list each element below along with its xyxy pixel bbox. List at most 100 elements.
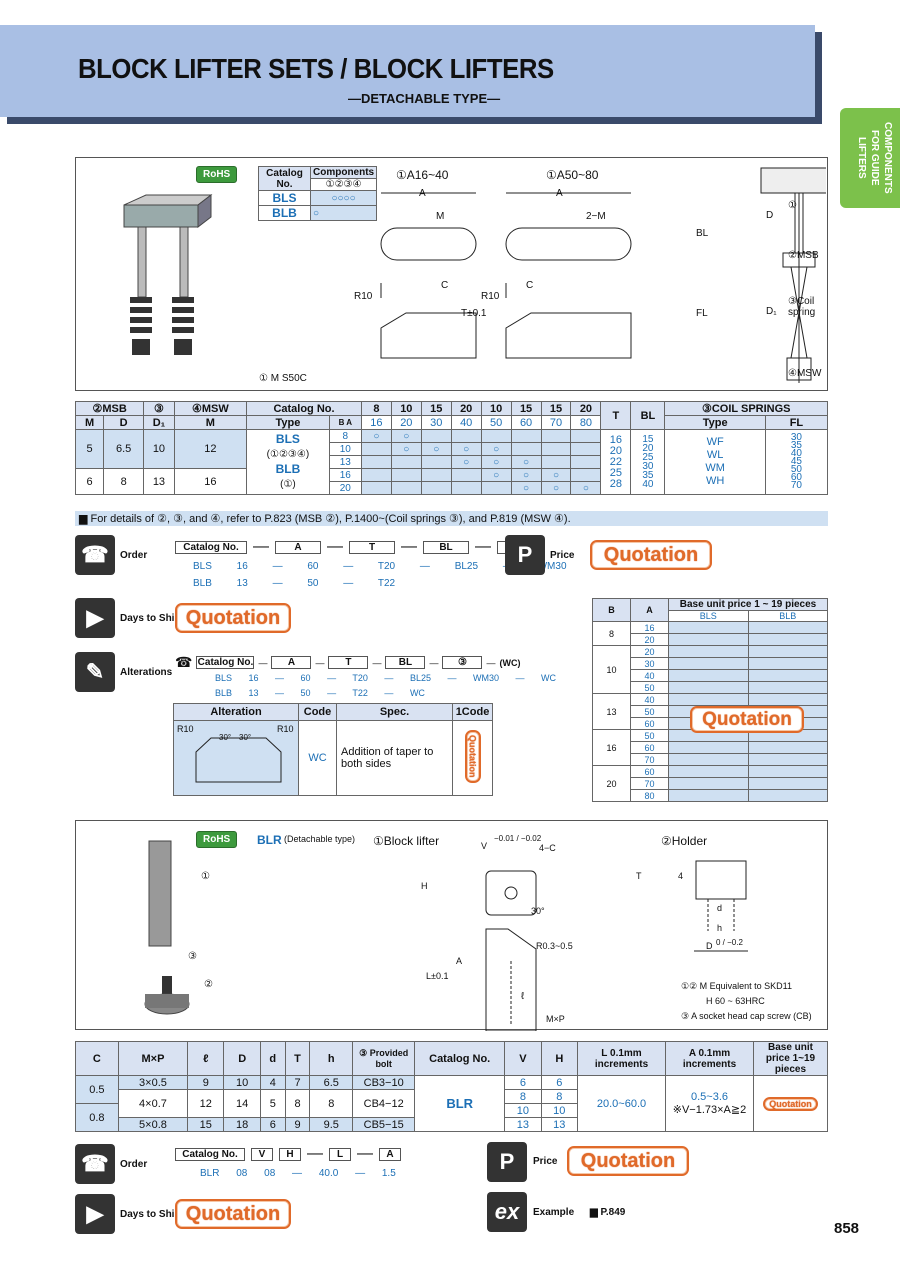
c-val: 8 xyxy=(360,401,392,416)
alterations-label: Alterations xyxy=(120,667,173,678)
book-icon: ▆ xyxy=(590,1207,601,1218)
c-val: 10 xyxy=(480,401,512,416)
c-val: 20 xyxy=(450,401,482,416)
blr-technical-drawing xyxy=(485,860,748,1031)
blr-part-1: ① xyxy=(201,871,210,882)
s2-cell: 15 xyxy=(187,1117,225,1132)
ship-quotation[interactable]: Quotation xyxy=(175,603,291,633)
ship2-quotation[interactable]: Quotation xyxy=(175,1199,291,1229)
table-quotation[interactable]: Quotation xyxy=(690,706,804,733)
dim-4c: 4−C xyxy=(539,843,556,853)
example-label: Example xyxy=(533,1207,575,1218)
s2-cell: 4 xyxy=(259,1075,286,1090)
order-code-row: Catalog No.— A— T— BL— ③ xyxy=(175,538,543,556)
alteration-drawing: R10 R10 30° 30° xyxy=(173,720,299,796)
s2-h: L 0.1mm increments xyxy=(577,1041,666,1076)
type-header: Type xyxy=(246,415,330,430)
part-4-label: ④MSW xyxy=(788,368,822,379)
a-val: 40 xyxy=(450,415,482,430)
order-label: Order xyxy=(120,550,148,561)
dim-d-tol: 0 / −0.2 xyxy=(716,938,743,947)
alt-example-2: BLB 13 — 50 — T22 — WC xyxy=(215,688,425,698)
alt-col: A xyxy=(271,656,312,669)
c-val: 15 xyxy=(540,401,572,416)
s2-h: C xyxy=(75,1041,119,1076)
alt-col: T xyxy=(328,656,369,669)
s2-quotation[interactable]: Quotation xyxy=(763,1096,818,1111)
order2-col: Catalog No. xyxy=(175,1147,245,1161)
s2-hv: 8 xyxy=(540,1089,579,1104)
dim-fl: FL xyxy=(696,308,708,319)
s2-h: ③ Provided bolt xyxy=(352,1041,416,1076)
s2-cell: 5 xyxy=(259,1089,286,1118)
catalog-no-header: Catalog No. xyxy=(258,166,311,191)
s2-v: 6 xyxy=(504,1075,542,1090)
dim-h-holder: h xyxy=(717,923,723,933)
a-val: 50 xyxy=(480,415,512,430)
example-ref[interactable]: ▆ P.849 xyxy=(590,1207,626,1218)
s2-h: d xyxy=(259,1041,286,1076)
page-title: BLOCK LIFTER SETS / BLOCK LIFTERS xyxy=(78,53,554,84)
s2-a: 0.5~3.6※V−1.73×A≧2 xyxy=(665,1075,754,1132)
dim-mp: M×P xyxy=(546,1014,565,1024)
page-header: BLOCK LIFTER SETS / BLOCK LIFTERS —DETAC… xyxy=(0,25,815,117)
phone-icon: ☎ xyxy=(75,1144,115,1184)
coil-fl-header: FL xyxy=(764,415,829,430)
dim-d1: D₁ xyxy=(766,306,777,317)
truck-icon: ▶ xyxy=(75,1194,115,1234)
part-1-label: ① xyxy=(788,200,797,211)
alt-col: (WC) xyxy=(499,657,521,668)
part-3-label: ③Coil spring xyxy=(788,296,816,318)
b-a-header: B A xyxy=(328,415,362,430)
side-tab[interactable]: COMPONENTS FOR GUIDE LIFTERS xyxy=(840,108,900,208)
s2-cell: 5×0.8 xyxy=(117,1117,189,1132)
catalog-header: Catalog No. xyxy=(246,401,362,416)
s2-cell: CB4−12 xyxy=(352,1089,416,1118)
price2-quotation[interactable]: Quotation xyxy=(567,1146,689,1176)
blr-type: (Detachable type) xyxy=(284,834,356,844)
blr-title: BLR xyxy=(257,833,282,847)
order-example-2: BLB 13 — 50 — T22 xyxy=(193,578,396,589)
alt-quotation[interactable]: Quotation xyxy=(464,730,481,783)
alt-col: Catalog No. xyxy=(196,656,255,669)
alteration-code-row: ☎ Catalog No.— A— T— BL— ③— (WC) xyxy=(175,654,521,670)
s2-h: Catalog No. xyxy=(414,1041,506,1076)
c-val: 20 xyxy=(570,401,602,416)
a-val: 20 xyxy=(390,415,422,430)
coil-header: ③ xyxy=(143,401,175,416)
alt-th: Code xyxy=(298,703,337,721)
coil-type-header: Type xyxy=(664,415,766,430)
pt-h: BLB xyxy=(747,610,828,622)
s2-v: 8 xyxy=(504,1089,542,1104)
alteration-icon: ✎ xyxy=(75,652,115,692)
order2-col: A xyxy=(379,1147,401,1161)
product-image xyxy=(123,193,213,355)
m-header: M xyxy=(173,415,248,430)
material-2: H 60 ~ 63HRC xyxy=(706,996,765,1006)
s2-h: D xyxy=(223,1041,261,1076)
price-row: 30 xyxy=(593,657,828,670)
s2-hv: 10 xyxy=(540,1103,579,1118)
block-lifter-title: ①Block lifter xyxy=(373,834,440,848)
pt-h: A xyxy=(630,598,669,622)
msb-header: ②MSB xyxy=(74,401,145,416)
s2-cell: 9 xyxy=(187,1075,225,1090)
material-3: ③ A socket head cap screw (CB) xyxy=(681,1011,812,1021)
pt-h: Base unit price 1 ~ 19 pieces xyxy=(668,598,828,611)
price-quotation[interactable]: Quotation xyxy=(590,540,712,570)
alt-r10: R10 xyxy=(277,724,294,734)
dim-a: A xyxy=(419,188,426,199)
msw-header: ④MSW xyxy=(173,401,248,416)
dim-c: C xyxy=(441,280,449,291)
spec-row: 20○○○ xyxy=(76,481,828,495)
note-text: For details of ②, ③, and ④, refer to P.8… xyxy=(90,513,571,525)
dim-l: L±0.1 xyxy=(426,971,449,981)
price-label-2: Price xyxy=(533,1156,558,1167)
s2-h: H xyxy=(540,1041,579,1076)
